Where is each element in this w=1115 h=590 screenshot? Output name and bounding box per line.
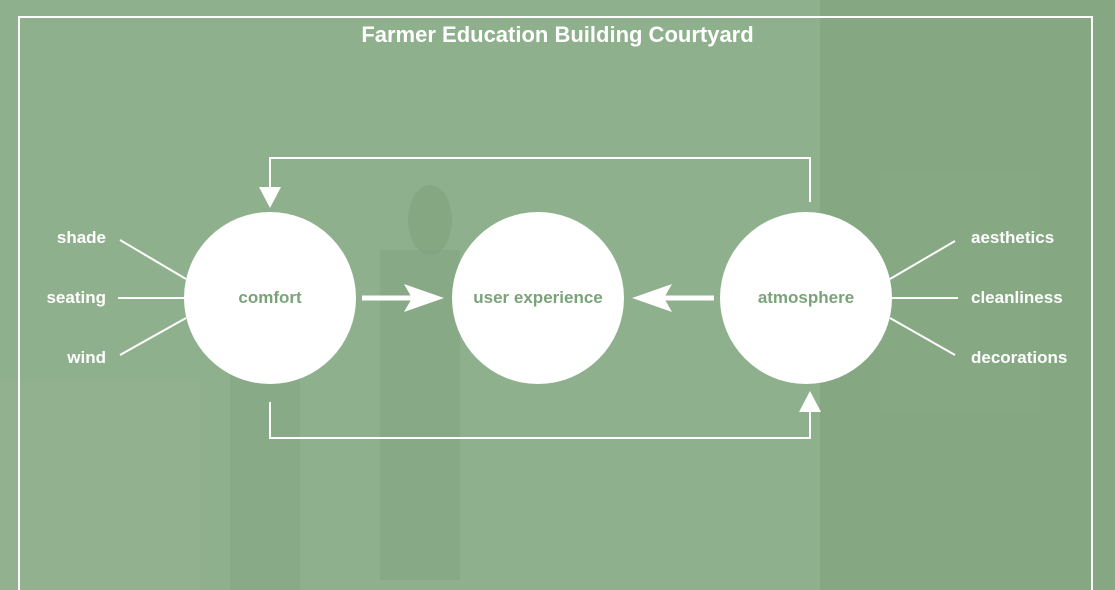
diagram-title: Farmer Education Building Courtyard — [361, 22, 754, 47]
factor-aesthetics: aesthetics — [971, 228, 1055, 247]
comfort-to-ux-arrowhead — [404, 284, 444, 312]
aesthetics-spoke — [889, 240, 956, 280]
feedback-top-arrowhead — [259, 187, 281, 208]
diagram-frame — [18, 16, 1093, 590]
comfort-label: comfort — [238, 288, 302, 307]
factor-cleanliness: cleanliness — [971, 288, 1063, 307]
atmosphere-node: atmosphere — [720, 212, 892, 384]
user-experience-label: user experience — [473, 288, 603, 307]
comfort-node: comfort — [184, 212, 356, 384]
feedback-bottom-arrowhead — [799, 391, 821, 412]
atmosphere-to-ux-arrowhead — [632, 284, 672, 312]
factor-seating: seating — [46, 288, 106, 307]
factor-shade: shade — [56, 228, 106, 247]
feedback-bottom-connector — [269, 402, 811, 439]
wind-spoke — [119, 317, 187, 356]
feedback-top-connector — [269, 157, 811, 202]
factor-wind: wind — [67, 348, 106, 367]
atmosphere-label: atmosphere — [757, 288, 855, 307]
shade-spoke — [119, 239, 187, 280]
decorations-spoke — [889, 317, 956, 356]
factor-decorations: decorations — [971, 348, 1068, 367]
user-experience-node: user experience — [452, 212, 624, 384]
